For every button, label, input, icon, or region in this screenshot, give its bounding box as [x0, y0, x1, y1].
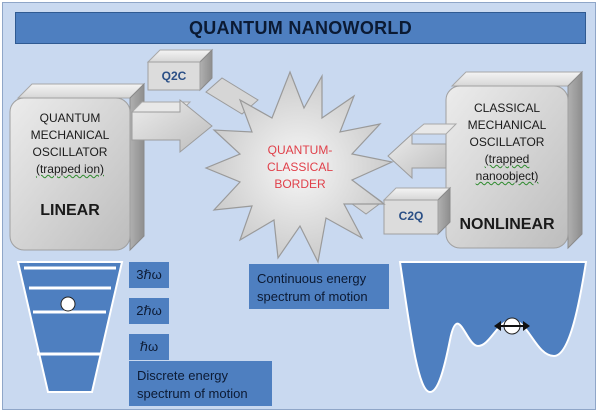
quantum-oscillator-line-3: OSCILLATOR	[32, 145, 108, 159]
continuous-note-line-1: Continuous energy	[257, 271, 367, 286]
energy-level-3: 3ℏω	[129, 262, 169, 288]
classical-oscillator-label: CLASSICAL MECHANICAL OSCILLATOR (trapped…	[448, 100, 566, 185]
nonlinear-label: NONLINEAR	[459, 216, 555, 233]
border-line-3: BORDER	[274, 177, 326, 191]
classical-oscillator-line-3: OSCILLATOR	[469, 135, 545, 149]
energy-level-1: ℏω	[129, 334, 169, 360]
c2q-label: C2Q	[398, 209, 424, 223]
continuous-spectrum-note: Continuous energy spectrum of motion	[249, 264, 389, 309]
discrete-note-line-2: spectrum of motion	[137, 386, 248, 401]
arrow-c2q-upper	[387, 123, 458, 180]
border-line-1: QUANTUM-	[267, 143, 333, 157]
arrow-q2c-lower	[130, 98, 213, 154]
trapped-ion-label: (trapped ion)	[35, 162, 105, 176]
q2c-label: Q2C	[161, 69, 187, 83]
quantum-oscillator-label: QUANTUM MECHANICAL OSCILLATOR (trapped i…	[12, 110, 128, 178]
quantum-oscillator-subtitle: (trapped ion)	[12, 161, 128, 178]
energy-level-2: 2ℏω	[129, 298, 169, 324]
classical-oscillator-box	[445, 70, 584, 250]
classical-oscillator-sub-1: (trapped	[484, 152, 530, 166]
c2q-block	[382, 186, 452, 236]
classical-potential-well	[398, 261, 588, 394]
classical-oscillator-sub-2: nanoobject)	[475, 169, 539, 183]
quantum-classical-border-star	[204, 70, 394, 264]
discrete-note-line-1: Discrete energy	[137, 368, 229, 383]
border-line-2: CLASSICAL	[266, 160, 334, 174]
classical-oscillator-line-1: CLASSICAL	[473, 101, 541, 115]
q2c-block	[146, 48, 214, 92]
classical-oscillator-line-2: MECHANICAL	[467, 118, 547, 132]
linear-label: LINEAR	[40, 202, 100, 219]
quantum-classical-border-label: QUANTUM- CLASSICAL BORDER	[250, 142, 350, 193]
continuous-note-line-2: spectrum of motion	[257, 289, 368, 304]
quantum-oscillator-line-2: MECHANICAL	[30, 128, 110, 142]
discrete-spectrum-note: Discrete energy spectrum of motion	[129, 361, 272, 406]
page-title: QUANTUM NANOWORLD	[15, 12, 586, 44]
quantum-potential-well	[16, 261, 124, 393]
quantum-oscillator-line-1: QUANTUM	[39, 111, 101, 125]
